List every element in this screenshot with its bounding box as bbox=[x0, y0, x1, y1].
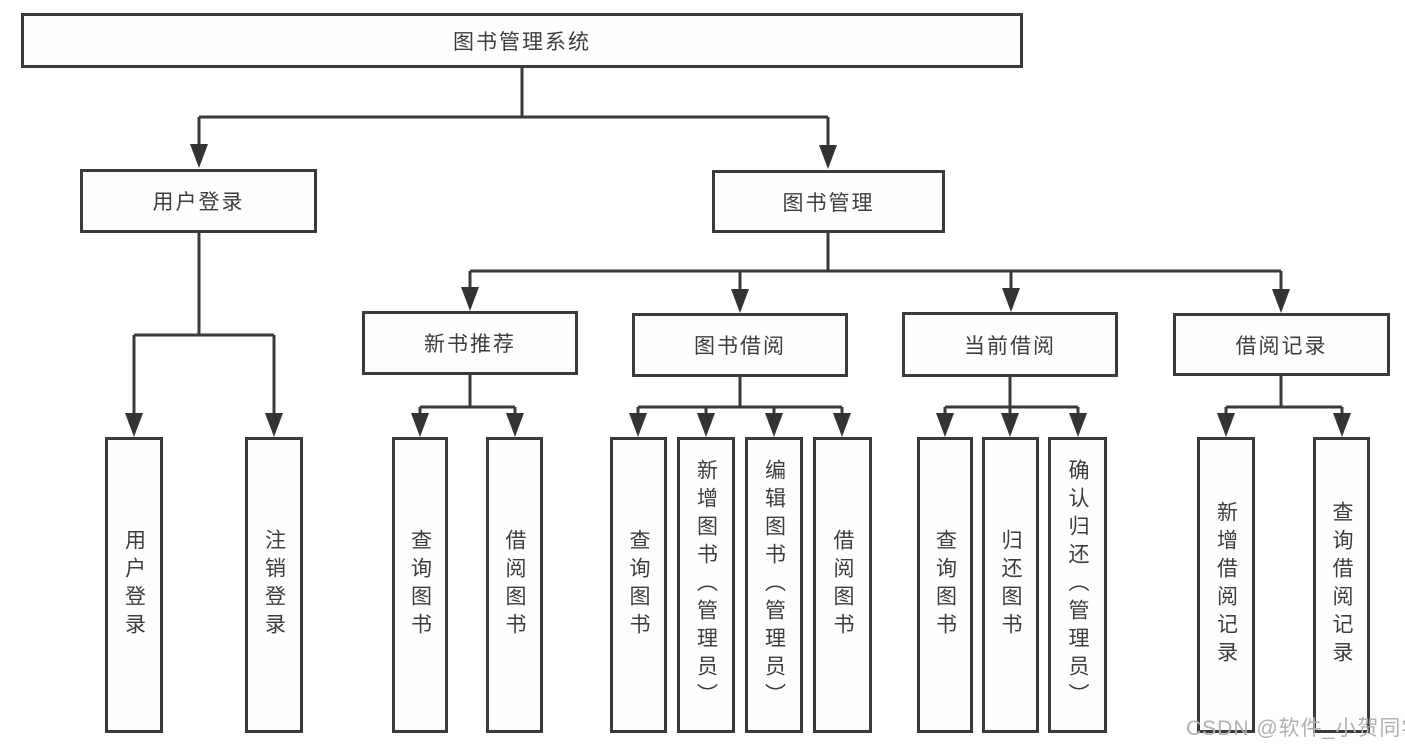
leaf-borrow-query-books-label: 查询图书 bbox=[627, 529, 650, 641]
node-book-management: 图书管理 bbox=[712, 170, 945, 233]
leaf-add-borrow-record: 新增借阅记录 bbox=[1197, 437, 1255, 733]
leaf-query-borrow-record-label: 查询借阅记录 bbox=[1330, 501, 1353, 669]
leaf-logout-label: 注销登录 bbox=[262, 529, 286, 641]
node-root-system-label: 图书管理系统 bbox=[453, 30, 591, 54]
leaf-confirm-return-admin: 确认归还（管理员） bbox=[1048, 437, 1107, 733]
leaf-add-books-admin: 新增图书（管理员） bbox=[677, 437, 735, 733]
arrowheads bbox=[125, 144, 1351, 437]
leaf-edit-books-admin: 编辑图书（管理员） bbox=[745, 437, 803, 733]
leaf-recommend-query-books: 查询图书 bbox=[392, 437, 448, 733]
node-borrowing-records: 借阅记录 bbox=[1173, 313, 1390, 376]
node-user-login: 用户登录 bbox=[80, 169, 317, 233]
node-borrowing-records-label: 借阅记录 bbox=[1235, 334, 1328, 358]
leaf-query-borrow-record: 查询借阅记录 bbox=[1313, 437, 1370, 733]
leaf-user-login-label: 用户登录 bbox=[122, 529, 146, 641]
node-new-book-recommend: 新书推荐 bbox=[362, 311, 578, 375]
leaf-borrow-books: 借阅图书 bbox=[813, 437, 872, 733]
node-root-system: 图书管理系统 bbox=[21, 13, 1023, 68]
leaf-current-query-books: 查询图书 bbox=[917, 437, 973, 733]
leaf-borrow-books-label: 借阅图书 bbox=[831, 529, 854, 641]
leaf-current-query-books-label: 查询图书 bbox=[933, 529, 957, 641]
leaf-confirm-return-admin-label: 确认归还（管理员） bbox=[1066, 459, 1089, 711]
node-book-management-label: 图书管理 bbox=[782, 191, 875, 215]
node-current-borrowing: 当前借阅 bbox=[902, 312, 1118, 377]
leaf-recommend-query-books-label: 查询图书 bbox=[408, 529, 432, 641]
leaf-logout: 注销登录 bbox=[245, 437, 303, 733]
leaf-user-login: 用户登录 bbox=[105, 437, 163, 733]
tree-edges bbox=[132, 68, 1344, 415]
node-book-borrowing-label: 图书借阅 bbox=[694, 335, 786, 358]
leaf-return-books-label: 归还图书 bbox=[999, 529, 1022, 641]
leaf-return-books: 归还图书 bbox=[982, 437, 1039, 733]
leaf-borrow-query-books: 查询图书 bbox=[610, 437, 667, 733]
csdn-watermark: CSDN @软件_小贺同学 bbox=[1186, 717, 1405, 740]
leaf-recommend-borrow-books: 借阅图书 bbox=[486, 437, 543, 733]
node-new-book-recommend-label: 新书推荐 bbox=[424, 333, 516, 356]
node-book-borrowing: 图书借阅 bbox=[632, 313, 848, 377]
node-current-borrowing-label: 当前借阅 bbox=[964, 334, 1056, 358]
leaf-recommend-borrow-books-label: 借阅图书 bbox=[503, 529, 526, 641]
node-user-login-label: 用户登录 bbox=[152, 191, 245, 214]
leaf-add-borrow-record-label: 新增借阅记录 bbox=[1214, 501, 1238, 669]
leaf-add-books-admin-label: 新增图书（管理员） bbox=[694, 459, 718, 711]
leaf-edit-books-admin-label: 编辑图书（管理员） bbox=[762, 459, 786, 711]
